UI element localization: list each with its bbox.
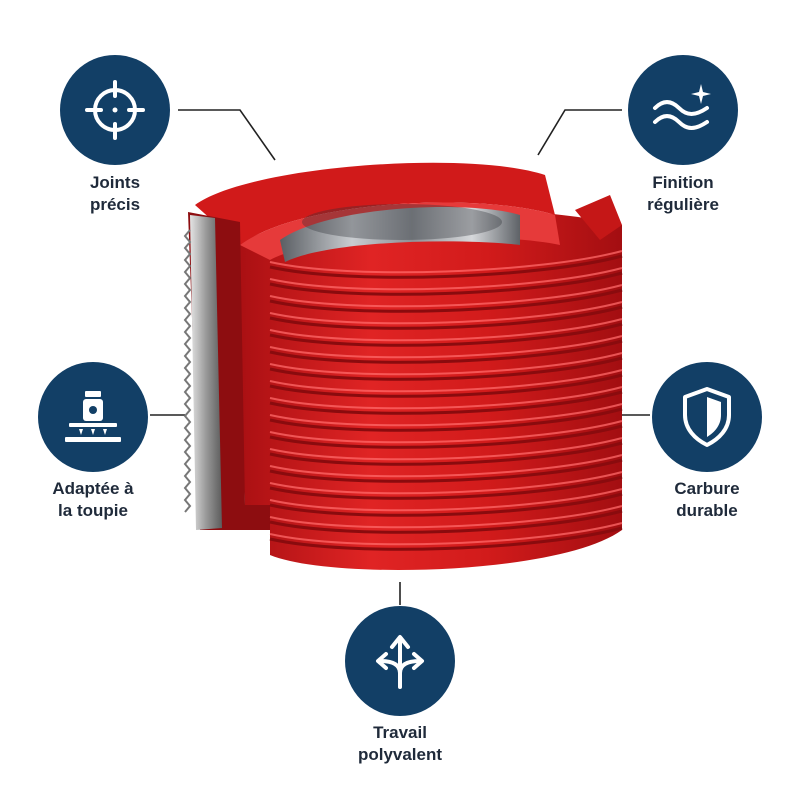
cutter-rib-highlight	[269, 301, 623, 325]
cutter-rib-groove	[269, 339, 623, 364]
carbide-knife	[190, 215, 222, 530]
crosshair-icon	[85, 80, 145, 140]
connector-joints	[178, 109, 276, 161]
feature-label-carbure: Carbure durable	[674, 479, 740, 520]
feature-label-joints: Joints précis	[89, 173, 141, 214]
cutter-rib-groove	[269, 509, 623, 534]
cutter-rib-highlight	[269, 488, 623, 512]
bore-opening	[302, 204, 502, 240]
cutter-rib-highlight	[269, 267, 623, 291]
branching-arrows-icon	[376, 635, 424, 689]
feature-badge-joints	[60, 55, 170, 165]
cutter-ribs	[269, 250, 623, 551]
cutter-rib-highlight	[269, 335, 623, 359]
feature-badge-travail	[345, 606, 455, 716]
cutter-rib-highlight	[269, 250, 623, 274]
cutter-rib-groove	[269, 373, 623, 398]
feature-label-toupie: Adaptée à la toupie	[52, 479, 134, 520]
cutter-rib-groove	[269, 407, 623, 432]
cutter-rib-groove	[269, 526, 623, 551]
cutter-rib-highlight	[269, 471, 623, 495]
cutter-rib-highlight	[269, 369, 623, 393]
router-table-icon	[65, 391, 121, 442]
cutter-rib-highlight	[269, 403, 623, 427]
knife-teeth	[183, 229, 192, 513]
steel-bore	[280, 207, 520, 262]
cutter-rib-groove	[269, 254, 623, 279]
cutter-right-lip	[575, 195, 622, 240]
cutter-rib-groove	[269, 441, 623, 466]
shield-icon	[683, 387, 731, 447]
cutter-head	[183, 162, 623, 570]
feature-badge-toupie	[38, 362, 148, 472]
cutter-rib-groove	[269, 271, 623, 296]
waves-sparkle-icon	[653, 84, 711, 130]
feature-badge-carbure	[652, 362, 762, 472]
cutter-rib-groove	[269, 424, 623, 449]
cutter-rib-groove	[269, 322, 623, 347]
cutter-rib-groove	[269, 288, 623, 313]
cutter-rib-groove	[269, 475, 623, 500]
cutter-rib-highlight	[269, 420, 623, 444]
cutter-rib-groove	[269, 458, 623, 483]
connector-finition	[537, 109, 622, 156]
cutter-rib-groove	[269, 492, 623, 517]
connector-lines	[150, 109, 650, 605]
cutter-rib-highlight	[269, 284, 623, 308]
feature-label-travail: Travail polyvalent	[357, 723, 443, 764]
cutter-rib-groove	[269, 390, 623, 415]
cutter-rib-highlight	[269, 522, 623, 546]
cutter-rib-highlight	[269, 352, 623, 376]
cutter-rib-highlight	[269, 505, 623, 529]
cutter-rib-groove	[269, 305, 623, 330]
cutter-rib-highlight	[269, 454, 623, 478]
feature-badge-finition	[628, 55, 738, 165]
cutter-rib-highlight	[269, 386, 623, 410]
cutter-top-ring	[195, 162, 555, 245]
cutter-rib-highlight	[269, 318, 623, 342]
feature-label-finition: Finition régulière	[647, 173, 719, 214]
cutter-rib-groove	[269, 356, 623, 381]
cutter-rib-highlight	[269, 437, 623, 461]
